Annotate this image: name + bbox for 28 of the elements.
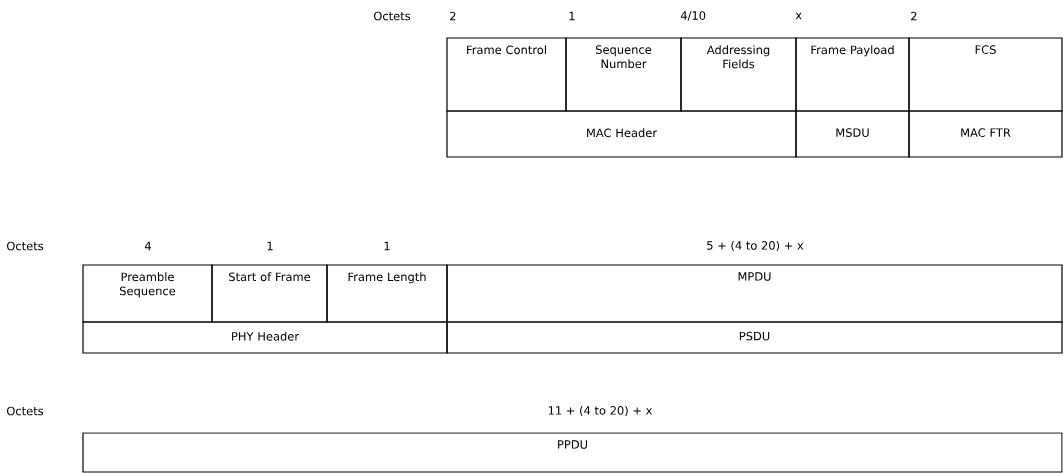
table-cell: Addressing Fields bbox=[680, 37, 797, 112]
table-cell: PPDU bbox=[82, 432, 1063, 473]
size-value: 1 bbox=[267, 241, 273, 251]
size-value: 4 bbox=[144, 241, 151, 251]
row-label: Octets bbox=[7, 406, 44, 416]
table-cell: Frame Length bbox=[326, 264, 448, 323]
size-value: 1 bbox=[384, 241, 390, 251]
size-value: x bbox=[795, 12, 802, 20]
table-cell: PHY Header bbox=[82, 321, 448, 354]
table-cell: PSDU bbox=[446, 321, 1063, 354]
size-value: 11 + (4 to 20) + x bbox=[548, 405, 652, 417]
table-cell: FCS bbox=[908, 37, 1063, 112]
size-value: 5 + (4 to 20) + x bbox=[707, 240, 804, 252]
size-value: 1 bbox=[569, 11, 575, 21]
table-cell: MAC FTR bbox=[908, 110, 1063, 158]
table-cell: Preamble Sequence bbox=[82, 264, 213, 323]
table-cell: Sequence Number bbox=[565, 37, 682, 112]
size-value: 4/10 bbox=[680, 11, 706, 21]
row-label: Octets bbox=[7, 241, 44, 251]
row-label: Octets bbox=[374, 11, 411, 21]
table-cell: MPDU bbox=[446, 264, 1063, 323]
table-cell: Start of Frame bbox=[211, 264, 328, 323]
table-cell: Frame Payload bbox=[795, 37, 910, 112]
table-cell: MAC Header bbox=[446, 110, 797, 158]
size-value: 2 bbox=[911, 11, 917, 21]
size-value: 2 bbox=[450, 11, 456, 21]
table-cell: MSDU bbox=[795, 110, 910, 158]
table-cell: Frame Control bbox=[446, 37, 567, 112]
